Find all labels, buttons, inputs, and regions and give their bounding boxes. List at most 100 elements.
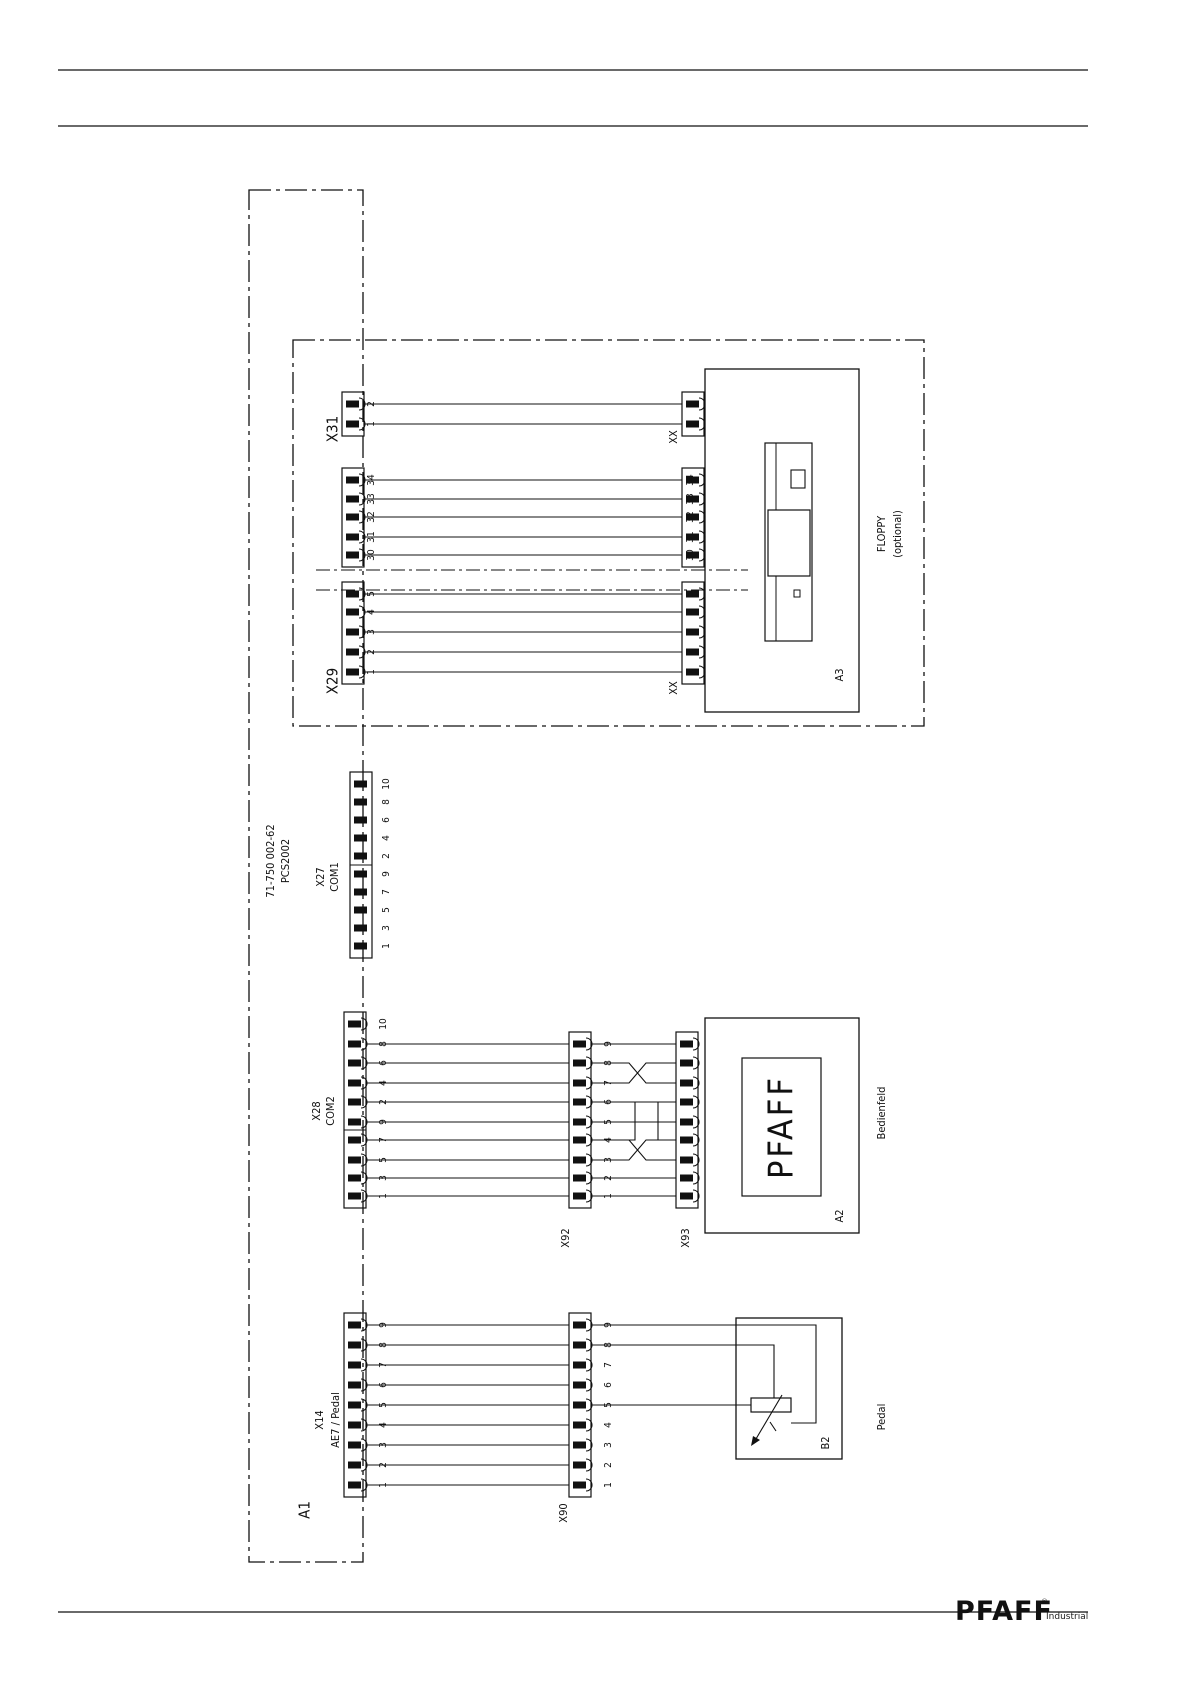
b2-label: B2 xyxy=(819,1436,832,1449)
x27-odd-pin-label: 5 xyxy=(381,907,392,913)
x92-pin-label: 7 xyxy=(603,1080,614,1086)
com2-label: COM2 xyxy=(324,1096,337,1126)
floppy-option-outline xyxy=(292,339,925,727)
x28-pin-label: 7 xyxy=(378,1137,389,1143)
x29-connector-high xyxy=(341,467,366,568)
connector-pin xyxy=(354,888,367,896)
connector-pin xyxy=(348,1098,361,1106)
x93-pin-label: 8 xyxy=(681,1060,692,1066)
floppy-led xyxy=(793,589,801,598)
connector-pin xyxy=(354,906,367,914)
a3-label: A3 xyxy=(833,668,846,681)
connector-pin xyxy=(680,1040,693,1048)
x90-connector xyxy=(568,1312,593,1498)
connector-pin xyxy=(680,1098,693,1106)
connector-pin xyxy=(348,1079,361,1087)
x93-pin-label: 9 xyxy=(681,1041,692,1047)
connector-pin xyxy=(346,590,359,598)
connector-pin xyxy=(354,834,367,842)
connector-pin xyxy=(346,551,359,559)
x93-pin-label: 3 xyxy=(681,1157,692,1163)
x90-pin-label: 1 xyxy=(603,1482,614,1488)
connector-pin xyxy=(348,1020,361,1028)
floppy-drive-slot xyxy=(767,509,811,577)
connector-pin xyxy=(686,668,699,676)
control-panel-display xyxy=(741,1057,822,1197)
connector-pin xyxy=(348,1421,361,1429)
connector-pin xyxy=(686,533,699,541)
x27-even-pin-label: 4 xyxy=(381,835,392,841)
b2-potentiometer xyxy=(750,1394,792,1446)
connector-pin xyxy=(573,1401,586,1409)
x29-high-pin-label: 31 xyxy=(366,531,377,542)
connector-pin xyxy=(346,668,359,676)
x93-pin-label: 5 xyxy=(681,1119,692,1125)
x90-pin-label: 3 xyxy=(603,1442,614,1448)
connector-pin xyxy=(680,1079,693,1087)
pedal-label: Pedal xyxy=(875,1404,888,1431)
connector-pin xyxy=(680,1156,693,1164)
connector-pin xyxy=(573,1481,586,1489)
x14-pin-label: 3 xyxy=(378,1442,389,1448)
x90-pin-label: 6 xyxy=(603,1382,614,1388)
x14-pin-label: 6 xyxy=(378,1382,389,1388)
com1-label: COM1 xyxy=(328,862,341,892)
x14-label: X14 xyxy=(313,1410,326,1429)
x92-pin-label: 6 xyxy=(603,1099,614,1105)
floppy-drive-icon xyxy=(764,442,813,642)
xx-high-pin-label: 32 xyxy=(685,511,696,522)
x93-pin-label: 4 xyxy=(681,1137,692,1143)
x29-low-pin-label: 3 xyxy=(366,629,377,635)
x92-pin-label: 4 xyxy=(603,1137,614,1143)
connector-pin xyxy=(686,400,699,408)
x27-com1-connector xyxy=(349,771,373,959)
connector-pin xyxy=(346,476,359,484)
x93-pin-label: 2 xyxy=(681,1175,692,1181)
connector-pin xyxy=(686,608,699,616)
x90-pin-label: 9 xyxy=(603,1322,614,1328)
connector-pin xyxy=(680,1059,693,1067)
connector-pin xyxy=(354,924,367,932)
connector-pin xyxy=(686,551,699,559)
x29-connector-low xyxy=(341,581,366,685)
xx-low-pin-label: 1 xyxy=(685,669,696,675)
floppy-optional-label: (optional) xyxy=(891,510,904,558)
connector-pin xyxy=(348,1156,361,1164)
connector-pin xyxy=(346,513,359,521)
x90-pin-label: 2 xyxy=(603,1462,614,1468)
x27-even-pin-label: 8 xyxy=(381,799,392,805)
x29-high-pin-label: 33 xyxy=(366,493,377,504)
x27-odd-pin-label: 1 xyxy=(381,943,392,949)
x27-label: X27 xyxy=(314,867,327,886)
connector-pin xyxy=(573,1156,586,1164)
connector-pin xyxy=(680,1192,693,1200)
brand-registered-mark: ® xyxy=(1041,1598,1048,1606)
connector-pin xyxy=(573,1421,586,1429)
x27-odd-pin-label: 9 xyxy=(381,871,392,877)
connector-pin xyxy=(354,798,367,806)
connector-pin xyxy=(348,1441,361,1449)
connector-pin xyxy=(348,1040,361,1048)
a2-label: A2 xyxy=(833,1209,846,1222)
connector-pin xyxy=(348,1118,361,1126)
connector-pin xyxy=(354,942,367,950)
x28-label: X28 xyxy=(310,1101,323,1120)
x14-pin-label: 2 xyxy=(378,1462,389,1468)
x92-pin-label: 5 xyxy=(603,1119,614,1125)
x28-pin-label: 2 xyxy=(378,1099,389,1105)
pfaff-industrial-logo: PFAFF ® Industrial xyxy=(955,1596,1088,1632)
x29-high-pin-label: 30 xyxy=(366,549,377,561)
connector-pin xyxy=(573,1059,586,1067)
x93-pin-label: 6 xyxy=(681,1099,692,1105)
x27-even-pin-label: 10 xyxy=(381,778,392,790)
connector-pin xyxy=(573,1174,586,1182)
xx-high-pin-label: 33 xyxy=(685,493,696,504)
x29-low-pin-label: 5 xyxy=(366,591,377,597)
x29-low-pin-label: 4 xyxy=(366,609,377,615)
connector-pin xyxy=(354,852,367,860)
connector-pin xyxy=(346,608,359,616)
connector-pin xyxy=(573,1079,586,1087)
x93-connector xyxy=(675,1031,700,1209)
connector-pin xyxy=(354,780,367,788)
connector-pin xyxy=(348,1341,361,1349)
